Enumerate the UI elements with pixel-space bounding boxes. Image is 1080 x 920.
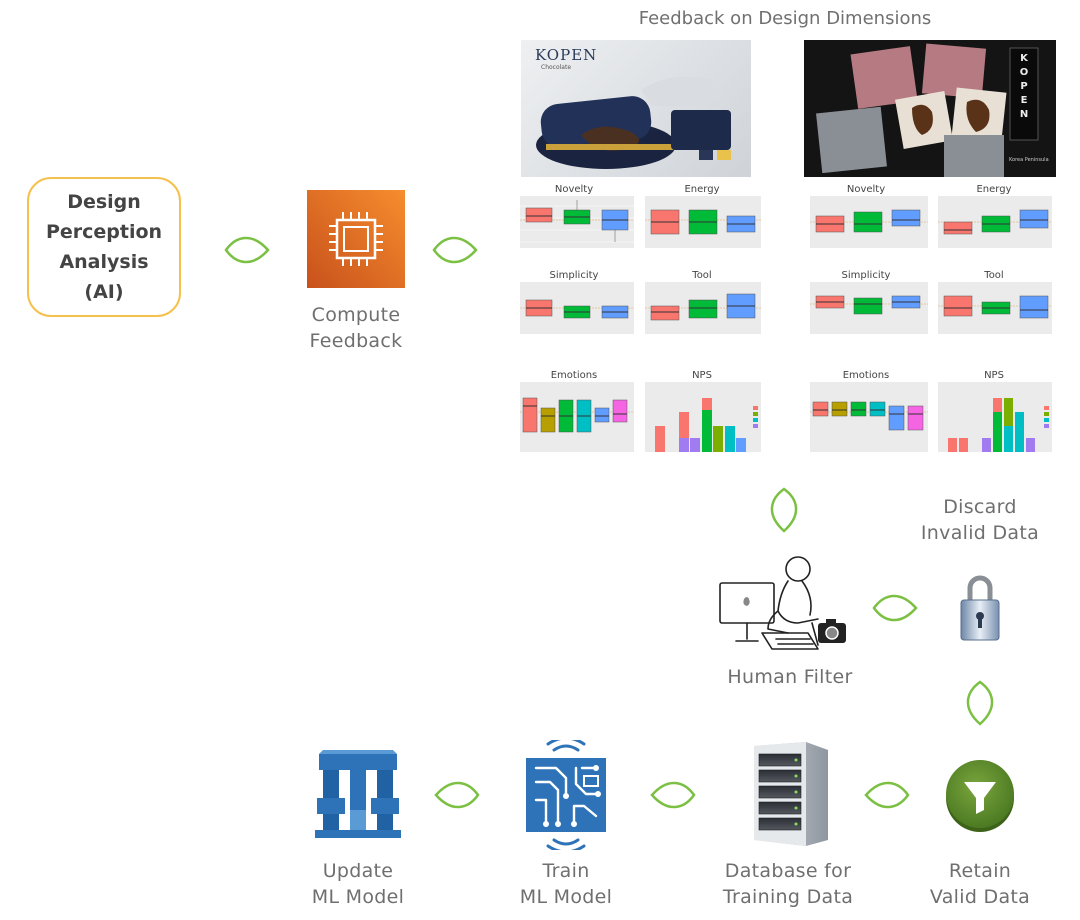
panel-g7-nps: NPS xyxy=(932,370,1056,468)
retain-label: Retain Valid Data xyxy=(910,858,1050,910)
product-photo-kopen-box: KOPEN Chocolate xyxy=(521,40,751,177)
product-b-caption: Korea Peninsula xyxy=(1009,157,1049,163)
database-line-1: Database for xyxy=(724,860,852,882)
compute-line-1: Compute xyxy=(311,304,401,326)
arrow-left-2 xyxy=(650,781,696,809)
panel-g7-tool: Tool xyxy=(932,270,1056,358)
product-b-letter-1: K xyxy=(1020,53,1028,64)
server-icon xyxy=(746,740,830,848)
panel-g7-emotions: Emotions xyxy=(802,370,930,468)
discard-line-1: Discard xyxy=(943,496,1017,518)
product-b-letter-2: O xyxy=(1019,67,1029,78)
lock-icon xyxy=(958,572,1002,642)
panel-g6-emotions: Emotions xyxy=(512,370,636,468)
discard-line-2: Invalid Data xyxy=(920,522,1040,544)
retain-line-2: Valid Data xyxy=(929,886,1031,908)
compute-line-2: Feedback xyxy=(309,330,403,352)
arrow-down-2 xyxy=(966,680,994,726)
database-line-2: Training Data xyxy=(722,886,854,908)
panel-title: Energy xyxy=(684,184,720,195)
panel-title: NPS xyxy=(692,370,712,381)
panel-g6-simplicity: Simplicity xyxy=(512,270,636,358)
human-filter-label: Human Filter xyxy=(727,666,853,688)
discard-label: Discard Invalid Data xyxy=(910,494,1050,546)
model-blocks-icon xyxy=(313,748,403,840)
panel-title: Novelty xyxy=(554,184,594,195)
arrow-left-1 xyxy=(864,781,910,809)
arrow-right-2 xyxy=(432,236,478,264)
compute-feedback-label: Compute Feedback xyxy=(296,302,416,354)
arrow-right-1 xyxy=(224,236,270,264)
panel-g6-energy: Energy xyxy=(639,184,765,272)
retain-line-1: Retain xyxy=(948,860,1012,882)
arrow-left-3 xyxy=(434,781,480,809)
design-perception-analysis-node: Design Perception Analysis (AI) xyxy=(27,177,181,317)
panel-g7-simplicity: Simplicity xyxy=(802,270,930,358)
start-line-3: Analysis xyxy=(59,251,149,273)
chip-icon xyxy=(307,190,405,288)
product-b-letters: K O P E N xyxy=(1016,52,1032,122)
product-photo-korea-peninsula: K O P E N Korea Peninsula xyxy=(804,40,1056,177)
start-line-2: Perception xyxy=(45,221,163,243)
panel-title: NPS xyxy=(984,370,1004,381)
arrow-right-3 xyxy=(872,594,918,622)
database-label: Database for Training Data xyxy=(706,858,870,910)
train-line-1: Train xyxy=(542,860,590,882)
filter-icon xyxy=(944,758,1016,834)
product-b-letter-4: E xyxy=(1020,95,1028,106)
product-b-letter-5: N xyxy=(1019,109,1029,120)
panel-title: Emotions xyxy=(842,370,890,381)
update-line-1: Update xyxy=(322,860,394,882)
train-label: Train ML Model xyxy=(496,858,636,910)
panel-title: Emotions xyxy=(550,370,598,381)
panel-title: Energy xyxy=(976,184,1012,195)
panel-title: Simplicity xyxy=(841,270,891,281)
panel-title: Tool xyxy=(692,270,712,281)
product-a-sub: Chocolate xyxy=(541,64,572,71)
panel-g7-energy: Energy xyxy=(932,184,1056,272)
arrow-down-1 xyxy=(770,487,798,533)
circuit-icon xyxy=(520,740,612,850)
train-line-2: ML Model xyxy=(519,886,613,908)
start-line-4: (AI) xyxy=(84,281,124,303)
panel-title: Tool xyxy=(984,270,1004,281)
panel-title: Novelty xyxy=(846,184,886,195)
update-line-2: ML Model xyxy=(311,886,405,908)
panel-g7-novelty: Novelty xyxy=(802,184,930,272)
product-a-brand: KOPEN xyxy=(535,46,598,64)
update-label: Update ML Model xyxy=(288,858,428,910)
panel-g6-novelty: Novelty xyxy=(512,184,636,272)
product-b-letter-3: P xyxy=(1020,81,1028,92)
panel-g6-tool: Tool xyxy=(639,270,765,358)
person-at-computer-icon xyxy=(718,553,852,659)
panel-g6-nps: NPS xyxy=(639,370,765,468)
start-line-1: Design xyxy=(67,191,141,213)
feedback-title: Feedback on Design Dimensions xyxy=(638,8,932,29)
panel-title: Simplicity xyxy=(549,270,599,281)
